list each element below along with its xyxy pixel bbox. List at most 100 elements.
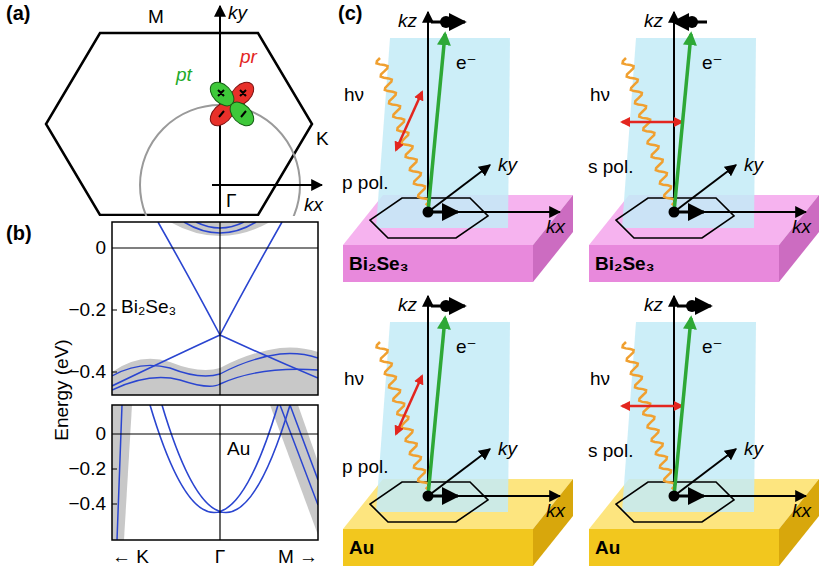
panel-label: e⁻	[702, 336, 723, 358]
bz-label: pr	[240, 46, 257, 68]
slab-label: Au	[595, 537, 620, 559]
panel-label: kx	[546, 216, 565, 238]
panel-label: e⁻	[456, 52, 477, 74]
bz-label: pt	[176, 64, 192, 86]
photoelectron-arrow	[674, 34, 691, 212]
sample-slab: Bi₂Se₃	[589, 245, 779, 282]
slab-front	[343, 245, 533, 282]
kz-axis	[427, 296, 429, 496]
photoemission-panel	[589, 12, 819, 282]
kz-axis	[673, 12, 675, 212]
photoelectron-arrow	[428, 34, 445, 212]
band-plot-label: −0.4	[68, 493, 106, 515]
bz-label: K	[316, 128, 329, 150]
bi2se3-bands	[112, 222, 318, 395]
kx-axis	[674, 211, 806, 213]
slab-side	[779, 195, 819, 282]
emitted-electron	[440, 16, 452, 28]
panel-label: (c)	[338, 2, 362, 24]
band-plot-label: Energy (eV)	[51, 339, 73, 440]
slab-label: Bi₂Se₃	[595, 253, 654, 275]
emitted-electron	[440, 300, 452, 312]
slab-front	[589, 529, 779, 566]
polarization-arrow	[396, 92, 422, 150]
kz-axis	[427, 12, 429, 212]
bz-label: ky	[228, 2, 247, 24]
panel-label: kx	[546, 500, 565, 522]
panel-label: ky	[744, 154, 763, 176]
surface-electron	[669, 207, 680, 218]
photoemission-panel	[589, 296, 819, 566]
band-plot-label: 0	[95, 237, 106, 259]
kx-axis	[428, 211, 560, 213]
slab-side	[779, 479, 819, 566]
panel-label: e⁻	[702, 52, 723, 74]
au-bands	[112, 405, 318, 540]
band-plot-label: (b)	[6, 222, 32, 244]
band-plot-label: Γ	[215, 546, 225, 568]
emitted-electron	[686, 300, 698, 312]
slab-front	[343, 529, 533, 566]
surface-electron	[423, 491, 434, 502]
panel-label: kz	[644, 10, 663, 32]
photoemission-panel	[343, 12, 573, 282]
band-plot-label: −0.2	[68, 299, 106, 321]
panel-label: hν	[590, 368, 610, 390]
panel-label: kz	[398, 294, 417, 316]
kx-axis	[674, 495, 806, 497]
surface-electron	[423, 207, 434, 218]
band-plot-label: ← K	[112, 546, 149, 568]
ky-axis	[428, 449, 490, 496]
kx-axis	[212, 184, 322, 186]
panel-label: kz	[644, 294, 663, 316]
panel-label: s pol.	[588, 156, 633, 178]
slab-label: Au	[349, 537, 374, 559]
sample-slab: Au	[343, 529, 533, 566]
slab-front	[589, 245, 779, 282]
slab-side	[533, 195, 573, 282]
panel-label: hν	[590, 84, 610, 106]
panel-label: e⁻	[456, 336, 477, 358]
photoelectron-arrow	[428, 318, 445, 496]
panel-label: hν	[344, 368, 364, 390]
band-plot-label: −0.4	[68, 361, 106, 383]
panel-label: hν	[344, 84, 364, 106]
band-plot-label: Bi₂Se₃	[120, 296, 177, 318]
panel-label: kx	[792, 216, 811, 238]
panel-label: ky	[498, 154, 517, 176]
sample-slab: Au	[589, 529, 779, 566]
band-plot-label: −0.2	[68, 458, 106, 480]
photoelectron-arrow	[674, 318, 691, 496]
slab-side	[533, 479, 573, 566]
bz-label: kx	[304, 194, 323, 216]
bz-label: M	[148, 6, 164, 28]
panel-label: p pol.	[342, 456, 388, 478]
bz-label: (a)	[6, 2, 30, 24]
polarization-arrow	[396, 376, 422, 434]
panel-label: kx	[792, 500, 811, 522]
band-plot-label: M →	[278, 546, 318, 568]
photon-wave	[623, 58, 676, 205]
panel-label: s pol.	[588, 440, 633, 462]
sample-slab: Bi₂Se₃	[343, 245, 533, 282]
band-plot-label: 0	[95, 423, 106, 445]
panel-label: ky	[498, 438, 517, 460]
panel-label: ky	[744, 438, 763, 460]
surface-electron	[669, 491, 680, 502]
panel-label: kz	[398, 10, 417, 32]
kx-axis	[428, 495, 560, 497]
polarization-arrow	[622, 405, 682, 408]
emitted-electron	[686, 16, 698, 28]
brillouin-zone	[46, 33, 312, 216]
orbital-clover	[206, 78, 258, 130]
polarization-arrow	[622, 121, 682, 124]
slab-label: Bi₂Se₃	[349, 253, 408, 275]
bz-label: Γ	[226, 190, 236, 212]
ky-axis	[674, 449, 736, 496]
panel-label: p pol.	[342, 172, 388, 194]
ky-axis	[428, 165, 490, 212]
photoemission-panel	[343, 296, 573, 566]
photon-wave	[623, 342, 676, 489]
